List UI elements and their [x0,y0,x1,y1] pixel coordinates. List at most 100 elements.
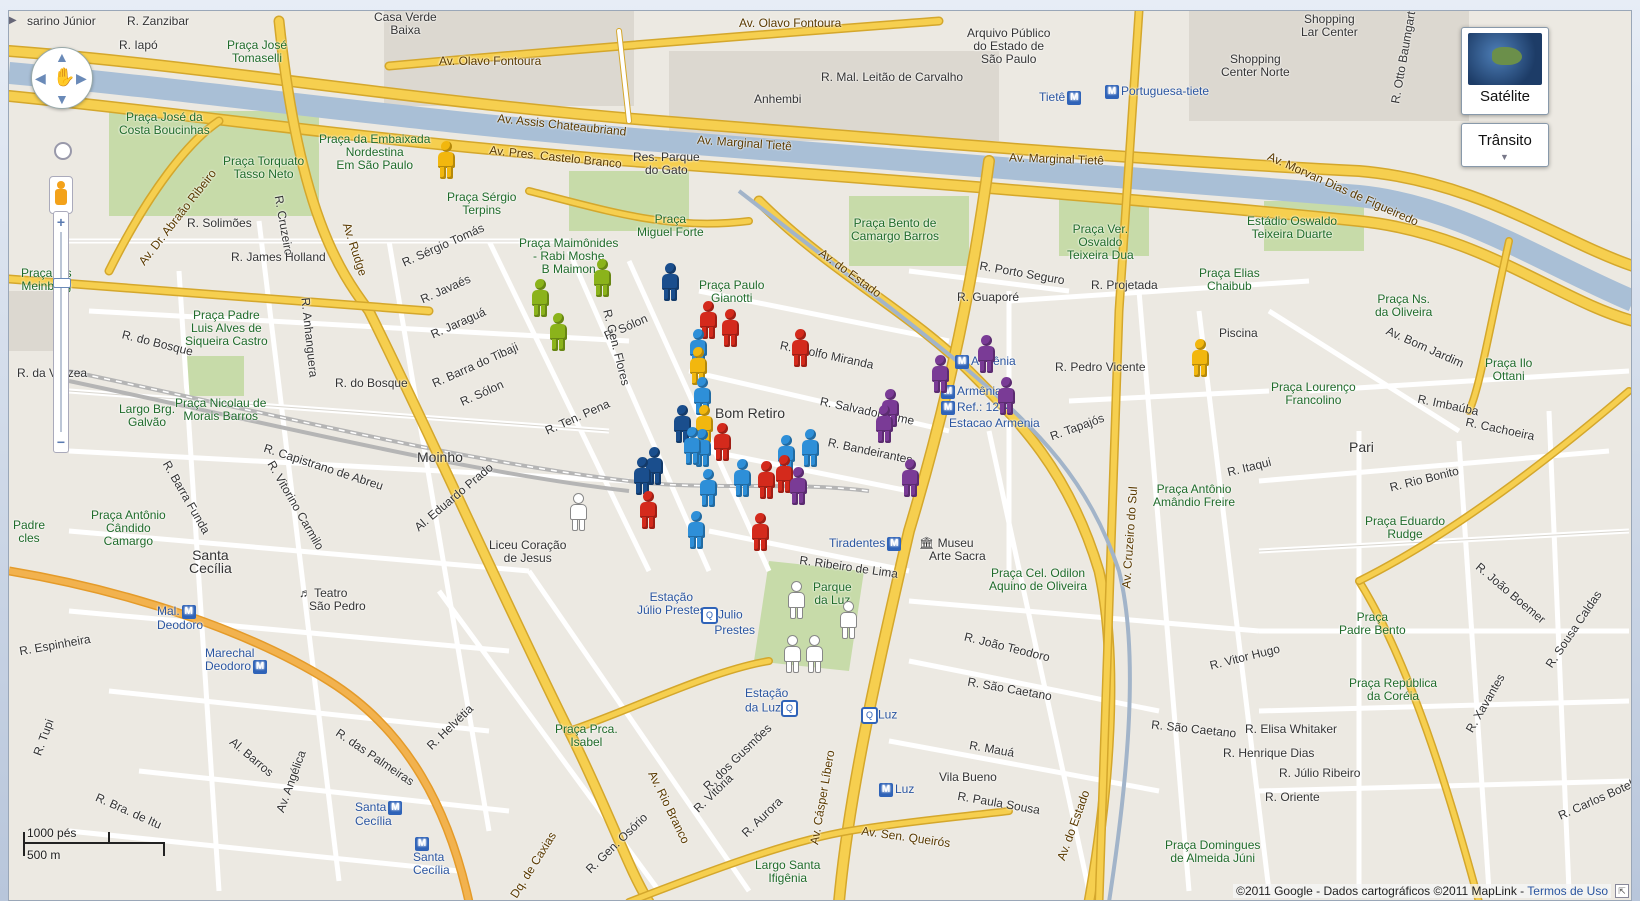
person-marker-red-icon[interactable] [721,309,739,347]
pan-right-icon[interactable]: ▶ [76,70,87,86]
person-marker-red-icon[interactable] [791,329,809,367]
person-marker-blue-icon[interactable] [687,511,705,549]
park-label: Praça Prca.Isabel [555,722,618,749]
person-marker-olive-icon[interactable] [593,259,611,297]
zoom-thumb[interactable] [53,278,71,288]
pan-up-icon[interactable]: ▲ [55,49,69,65]
chevron-down-icon: ▼ [1500,152,1509,162]
satellite-button[interactable]: Satélite [1461,27,1549,115]
person-marker-white-icon[interactable] [783,635,801,673]
person-marker-purple-icon[interactable] [901,459,919,497]
highways [9,11,1631,900]
person-marker-blue-icon[interactable] [699,469,717,507]
district-label: Moinho [417,449,463,465]
person-marker-olive-icon[interactable] [531,279,549,317]
museum-icon: 🏛 [919,536,935,550]
metro-station-label: Estacao Armenia [949,416,1040,430]
zoom-slider[interactable]: + − [53,211,71,453]
person-marker-purple-icon[interactable] [997,377,1015,415]
scale-imperial: 1000 pés [27,826,77,840]
pan-left-icon[interactable]: ◀ [35,70,46,86]
zoom-out-button[interactable]: − [56,434,66,450]
metro-icon: M [887,537,902,551]
street-label: sarino Júnior [27,14,96,28]
park-label: Praça Ns.da Oliveira [1375,292,1433,319]
street-label: R. do Bosque [335,376,408,390]
fullscreen-corner-icon[interactable]: ⇱ [1615,884,1629,898]
person-marker-purple-icon[interactable] [977,335,995,373]
metro-icon: M [388,801,403,815]
collapse-arrow-icon[interactable]: ▶ [9,15,17,26]
person-marker-red-icon[interactable] [751,513,769,551]
street-label: R. Júlio Ribeiro [1279,766,1361,780]
person-marker-red-icon[interactable] [713,423,731,461]
street-label: R. da Várzea [17,366,87,380]
terms-link[interactable]: Termos de Uso [1527,884,1608,898]
scale-metric: 500 m [27,848,61,862]
street-label: R. Zanzibar [127,14,190,28]
arterial-road-fill [9,568,472,900]
metro-icon: M [1067,91,1082,105]
person-marker-yellow-icon[interactable] [437,141,455,179]
person-marker-darkblue-icon[interactable] [673,405,691,443]
street-view-pegman-icon[interactable] [49,176,73,214]
person-marker-blue-icon[interactable] [683,427,701,465]
person-marker-olive-icon[interactable] [549,313,567,351]
person-marker-darkblue-icon[interactable] [661,263,679,301]
person-marker-yellow-icon[interactable] [1191,339,1209,377]
park-area [849,196,969,266]
park-label: Largo Brg.Galvão [119,402,176,429]
traffic-label: Trânsito [1478,132,1532,149]
satellite-label: Satélite [1479,88,1531,105]
person-marker-white-icon[interactable] [805,635,823,673]
person-marker-white-icon[interactable] [787,581,805,619]
poi-label: 🏛 Museu Arte Sacra [919,536,986,563]
zoom-in-button[interactable]: + [56,214,66,230]
scale-bar: 1000 pés 500 m [23,826,173,862]
pan-control[interactable]: ▲ ▼ ◀ ▶ ✋ [31,47,93,109]
person-marker-blue-icon[interactable] [733,459,751,497]
person-marker-purple-icon[interactable] [931,355,949,393]
park-area [184,356,244,396]
map-canvas[interactable]: sarino Júnior R. Zanzibar R. Iapó Praça … [8,10,1632,901]
person-marker-purple-icon[interactable] [875,405,893,443]
person-marker-white-icon[interactable] [569,493,587,531]
person-marker-red-icon[interactable] [639,491,657,529]
person-marker-blue-icon[interactable] [801,429,819,467]
avenue-label: Av. Olavo Fontoura [739,16,842,30]
person-marker-white-icon[interactable] [839,601,857,639]
map-base-layer [9,11,1631,900]
traffic-button[interactable]: Trânsito ▼ [1461,123,1549,167]
street-label: R. Henrique Dias [1223,746,1315,760]
park-luz [754,561,864,671]
poi-label: ♬ Teatro São Pedro [299,586,366,613]
hand-icon: ✋ [53,67,76,87]
person-marker-red-icon[interactable] [775,455,793,493]
person-marker-red-icon[interactable] [757,461,775,499]
rotate-icon[interactable] [54,142,72,160]
metro-icon: M [879,783,893,797]
person-marker-purple-icon[interactable] [789,467,807,505]
person-marker-darkblue-icon[interactable] [633,457,651,495]
pan-down-icon[interactable]: ▼ [55,91,69,107]
person-marker-red-icon[interactable] [699,301,717,339]
zoom-track[interactable] [60,232,62,432]
